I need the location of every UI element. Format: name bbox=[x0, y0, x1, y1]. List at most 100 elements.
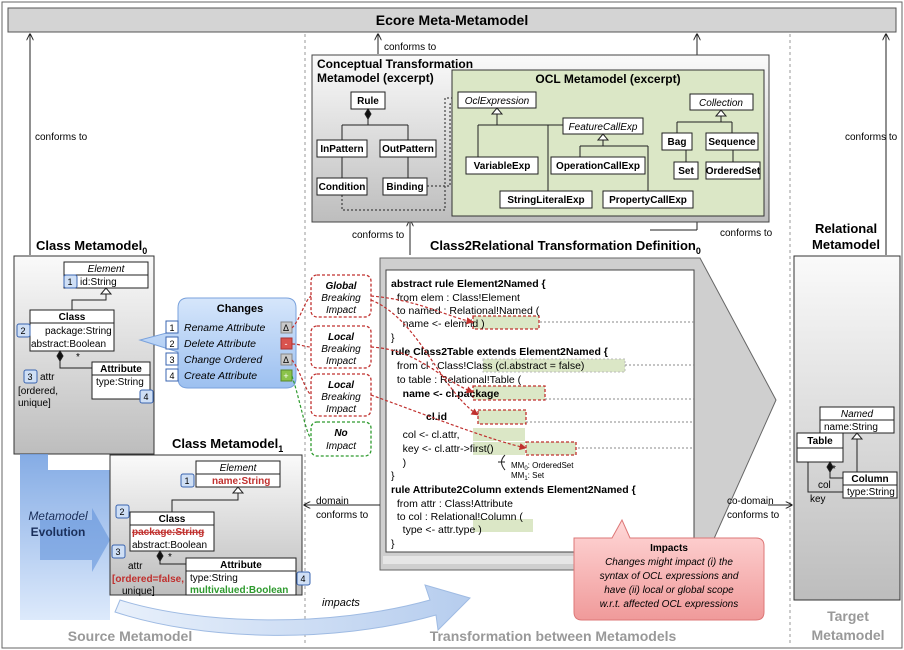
rel-named-attr: name:String bbox=[824, 422, 878, 433]
codomain-label-1: co-domain bbox=[727, 496, 774, 507]
mm0-class-attr2: abstract:Boolean bbox=[31, 339, 106, 350]
mm1-class-name: Class bbox=[159, 514, 186, 525]
mm1-attribute-body bbox=[185, 570, 297, 596]
svg-text:3: 3 bbox=[27, 372, 32, 382]
mm0-assoc-label: attr bbox=[40, 372, 55, 383]
evolution-label-2: Evolution bbox=[31, 525, 86, 539]
svg-text:2: 2 bbox=[169, 339, 174, 349]
box-oclexpression-label: OclExpression bbox=[465, 96, 530, 107]
mm0-attribute-attr: type:String bbox=[96, 377, 144, 388]
relational-title-1: Relational bbox=[815, 221, 877, 236]
svg-text:2: 2 bbox=[119, 507, 124, 517]
transformation-title: Class2Relational Transformation Definiti… bbox=[430, 238, 701, 256]
relational-title-2: Metamodel bbox=[812, 237, 880, 252]
box-bag-label: Bag bbox=[668, 137, 687, 148]
mm0-assoc-unique: unique] bbox=[18, 398, 51, 409]
mm1-class-attr: abstract:Boolean bbox=[132, 540, 207, 551]
code-line-19: } bbox=[391, 538, 395, 550]
mm1-num3 bbox=[111, 544, 126, 559]
box-orderedset-label: OrderedSet bbox=[706, 166, 761, 177]
mm0-assoc-ordered: [ordered, bbox=[18, 386, 58, 397]
evolution-label-1: Metamodel bbox=[28, 509, 88, 523]
mm1-assoc-mult: * bbox=[168, 552, 172, 563]
box-binding-label: Binding bbox=[386, 182, 423, 193]
class-mm0-title: Class Metamodel0 bbox=[36, 238, 147, 256]
box-variableexp-label: VariableExp bbox=[474, 161, 531, 172]
impact-connectors bbox=[291, 295, 527, 451]
rel-star-label: * bbox=[832, 464, 836, 475]
domain-label-2: conforms to bbox=[316, 510, 369, 521]
svg-text:1: 1 bbox=[184, 476, 189, 486]
svg-text:Impact: Impact bbox=[326, 305, 357, 316]
box-condition-label: Condition bbox=[319, 182, 366, 193]
box-outpattern-label: OutPattern bbox=[382, 144, 434, 155]
impacts-box-line-1: Changes might impact (i) the bbox=[605, 557, 733, 568]
code-line-4: name <- elem.id ) bbox=[391, 318, 485, 330]
box-operationcallexp bbox=[550, 156, 646, 175]
ocl-inheritance-lines bbox=[477, 107, 734, 191]
code-line-12: key <- cl.attr->first() bbox=[391, 443, 494, 455]
conforms-label-mid: conforms to bbox=[352, 230, 405, 241]
relational-connectors bbox=[807, 432, 864, 493]
svg-text:4: 4 bbox=[143, 392, 148, 402]
box-set-label: Set bbox=[678, 166, 694, 177]
change-sym-4 bbox=[280, 369, 293, 382]
section-source: Source Metamodel bbox=[68, 628, 192, 644]
mm-note-brace bbox=[498, 454, 506, 471]
svg-text:+: + bbox=[283, 371, 288, 381]
code-line-7: from cl : Class!Class (cl.abstract = fal… bbox=[391, 360, 584, 372]
mm1-class-body bbox=[129, 524, 215, 552]
code-line-17: to col : Relational!Column ( bbox=[391, 511, 523, 523]
svg-text:Δ: Δ bbox=[283, 355, 289, 365]
mm0-connectors bbox=[56, 287, 113, 369]
box-inpattern-label: InPattern bbox=[320, 144, 363, 155]
mm0-element-name: Element bbox=[88, 264, 126, 275]
mm0-num2 bbox=[16, 323, 31, 338]
rel-column-attr: type:String bbox=[847, 487, 895, 498]
box-sequence-label: Sequence bbox=[708, 137, 756, 148]
box-stringliteralexp bbox=[499, 190, 593, 209]
svg-text:1: 1 bbox=[169, 323, 174, 333]
svg-text:Breaking: Breaking bbox=[321, 344, 361, 355]
ecore-header bbox=[7, 7, 897, 33]
conforms-label-right: conforms to bbox=[845, 132, 898, 143]
mm0-element-attr: id:String bbox=[80, 277, 117, 288]
mm1-element-attr: name:String bbox=[212, 476, 270, 487]
class-mm0-panel bbox=[13, 255, 155, 455]
code-line-6: rule Class2Table extends Element2Named { bbox=[391, 346, 608, 358]
conforms-label-top: conforms to bbox=[384, 42, 437, 53]
mm1-attribute-name: Attribute bbox=[220, 560, 262, 571]
rel-table-body bbox=[796, 447, 844, 463]
svg-text:No: No bbox=[334, 428, 347, 439]
class-mm1-title: Class Metamodel1 bbox=[172, 436, 283, 454]
svg-text:Global: Global bbox=[325, 281, 356, 292]
change-num-2 bbox=[165, 336, 179, 350]
svg-text:3: 3 bbox=[169, 355, 174, 365]
mm1-attribute-new: multivalued:Boolean bbox=[190, 585, 288, 596]
changes-bubble bbox=[138, 297, 297, 389]
mm1-num1 bbox=[180, 473, 195, 488]
box-stringliteralexp-label: StringLiteralExp bbox=[507, 195, 584, 206]
code-line-5: } bbox=[391, 332, 395, 344]
mm1-num4 bbox=[296, 571, 311, 586]
code-highlights bbox=[472, 315, 694, 532]
conceptual-title-1: Conceptual Transformation bbox=[317, 57, 473, 71]
section-target-1: Target bbox=[827, 608, 869, 624]
mm0-class-name: Class bbox=[59, 312, 86, 323]
code-shadow bbox=[383, 556, 579, 564]
mm1-attribute-attr: type:String bbox=[190, 573, 238, 584]
svg-text:Impact: Impact bbox=[326, 404, 357, 415]
impacts-box-line-4: w.r.t. affected OCL expressions bbox=[600, 599, 738, 610]
rel-named-name: Named bbox=[841, 409, 874, 420]
code-line-18: type <- attr.type ) bbox=[391, 524, 482, 536]
mm1-connectors bbox=[156, 486, 245, 565]
box-variableexp bbox=[465, 156, 539, 175]
mm0-num4 bbox=[139, 389, 154, 404]
code-line-8: to table : Relational!Table ( bbox=[391, 374, 522, 386]
code-line-3: to named : Relational!Named ( bbox=[391, 305, 540, 317]
impacts-label: impacts bbox=[322, 597, 360, 609]
ecore-title: Ecore Meta-Metamodel bbox=[376, 12, 528, 28]
svg-text:1: 1 bbox=[67, 277, 72, 287]
code-line-16: from attr : Class!Attribute bbox=[391, 498, 513, 510]
code-line-11: col <- cl.attr, bbox=[391, 429, 460, 441]
